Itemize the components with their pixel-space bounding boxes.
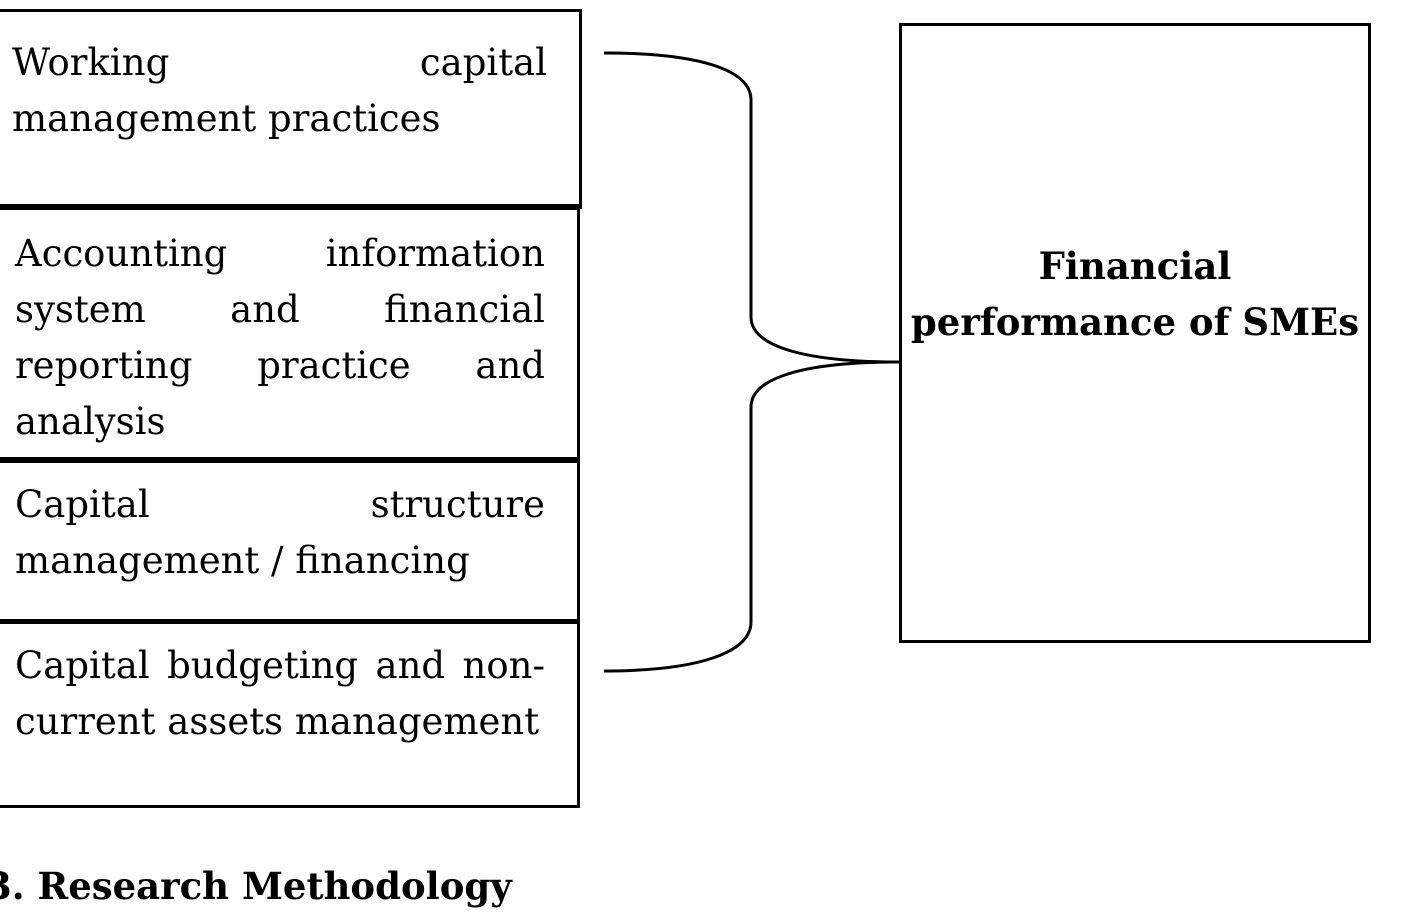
variable-box-capital-structure: Capital structure management / financing <box>0 460 580 624</box>
variable-label-capital-structure: Capital structure management / financing <box>15 483 545 582</box>
variable-label-working-capital: Working capital management practices <box>12 41 547 140</box>
variable-box-working-capital: Working capital management practices <box>0 9 582 209</box>
variable-box-capital-budgeting: Capital budgeting and non-current assets… <box>0 621 580 808</box>
dependent-variable-box: Financial performance of SMEs <box>899 23 1371 643</box>
variable-label-accounting-information: Accounting information system and financ… <box>15 232 545 443</box>
brace-path <box>603 51 900 673</box>
variable-box-accounting-information: Accounting information system and financ… <box>0 207 580 461</box>
variable-label-capital-budgeting: Capital budgeting and non-current assets… <box>15 644 545 743</box>
dependent-variable-label: Financial performance of SMEs <box>910 244 1360 344</box>
section-heading: 3. Research Methodology <box>0 864 512 908</box>
